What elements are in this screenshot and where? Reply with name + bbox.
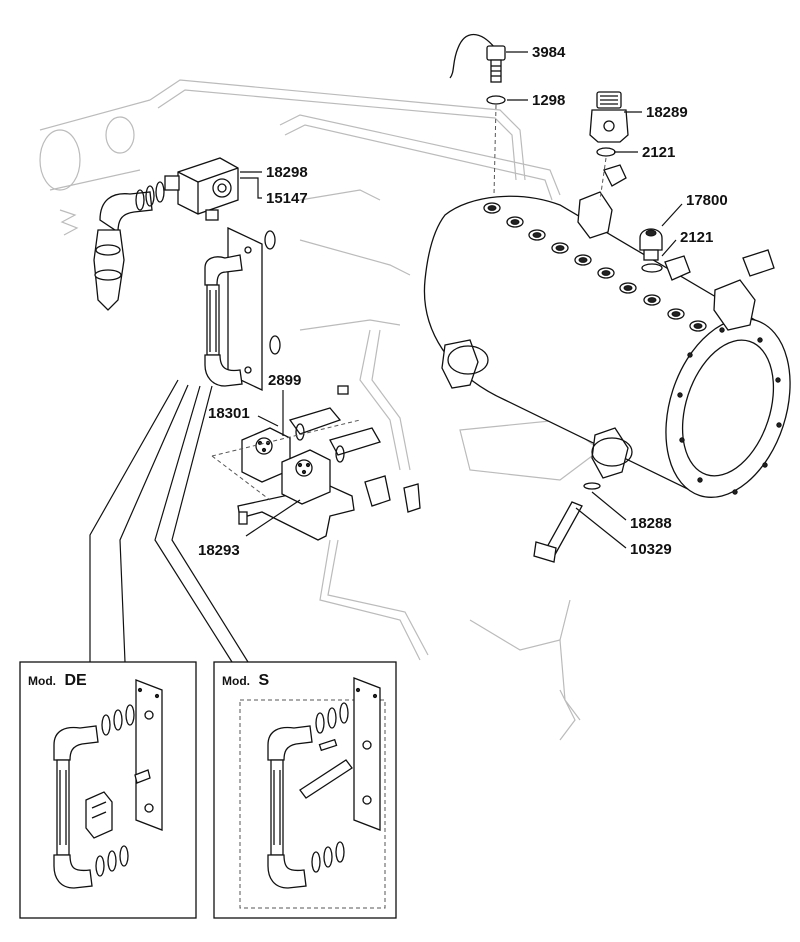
solenoid-valve-18298 (164, 157, 239, 221)
label-3984: 3984 (532, 44, 566, 61)
inset-s-suffix: S (258, 672, 269, 689)
plug-right (664, 255, 691, 281)
label-18288: 18288 (630, 515, 672, 532)
valve-18289 (589, 91, 629, 143)
connector-fitting-b (403, 483, 421, 513)
o-ring-2121-right (641, 263, 663, 273)
svg-text:Mod. DE: Mod. DE (28, 672, 87, 689)
leader-lines (240, 51, 683, 549)
label-17800: 17800 (686, 192, 728, 209)
label-10329: 10329 (630, 541, 672, 558)
label-2121-top: 2121 (642, 144, 675, 161)
background-piping (39, 79, 601, 741)
label-1298: 1298 (532, 92, 565, 109)
inset-s-prefix: Mod. (222, 674, 250, 688)
valve-17800 (639, 228, 663, 261)
label-18301: 18301 (208, 405, 250, 422)
elbow-fitting-left (93, 191, 153, 311)
label-15147: 15147 (266, 190, 308, 207)
part-labels: 3984 1298 18289 2121 18298 15147 17800 2… (198, 44, 728, 559)
boiler-flange-bolts (677, 327, 782, 495)
sight-glass-assembly (204, 226, 281, 392)
inset-mod-s: Mod. S (213, 661, 397, 919)
boiler-right-fitting (713, 279, 756, 331)
elbow-fitting-top (603, 164, 627, 187)
o-ring-2121-top (596, 147, 616, 157)
boiler-top-fitting (577, 191, 613, 239)
o-ring-1298 (486, 95, 506, 105)
label-18298: 18298 (266, 164, 308, 181)
label-2899: 2899 (268, 372, 301, 389)
svg-text:Mod. S: Mod. S (222, 672, 269, 689)
probe-3984 (449, 33, 506, 83)
label-2121-right: 2121 (680, 229, 713, 246)
connector-fitting-a (364, 475, 391, 507)
fitting-far-right (742, 249, 775, 277)
label-18289: 18289 (646, 104, 688, 121)
inset-de-suffix: DE (64, 672, 87, 689)
boiler-ports (483, 202, 707, 332)
inset-callout-lines (89, 379, 249, 663)
label-18293: 18293 (198, 542, 240, 559)
electrovalve-block (211, 385, 381, 541)
inset-de-prefix: Mod. (28, 674, 56, 688)
inset-mod-de: Mod. DE (19, 661, 197, 919)
boiler-tank (423, 191, 791, 498)
tube-10329 (533, 482, 601, 563)
